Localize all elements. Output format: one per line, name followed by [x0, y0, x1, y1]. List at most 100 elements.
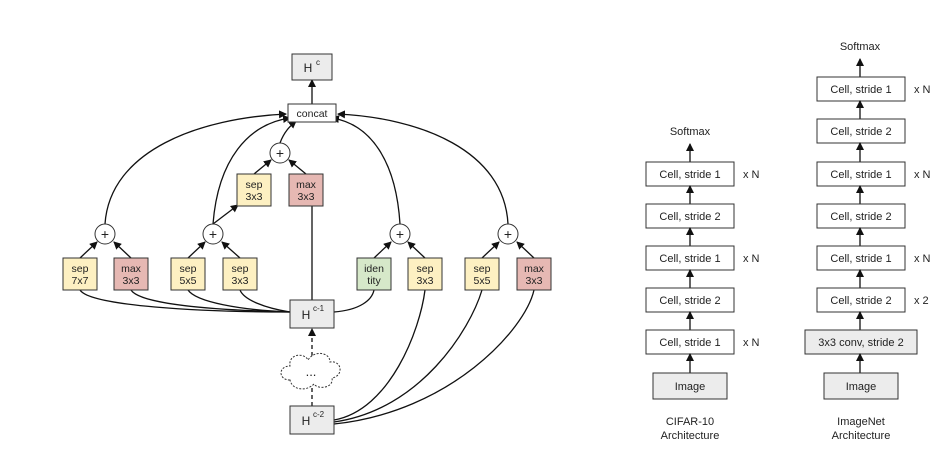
- op-line2: tity: [367, 275, 381, 287]
- repeat-label: x N: [743, 253, 760, 265]
- adder-2: +: [202, 223, 224, 245]
- adder-1: +: [94, 223, 116, 245]
- cifar-caption-line1: CIFAR-10: [666, 416, 714, 428]
- op-line2: 3x3: [298, 191, 315, 203]
- node-hc-2-label: H: [302, 414, 311, 428]
- node-concat: concat: [287, 103, 337, 123]
- image-label: Image: [675, 381, 706, 393]
- cell-label: Cell, stride 2: [830, 295, 891, 307]
- imagenet-cell-5: Cell, stride 1 x N: [816, 245, 931, 271]
- op-line2: 3x3: [232, 275, 249, 287]
- imagenet-cell-6: Cell, stride 2 x 2: [816, 287, 929, 313]
- plus-icon: +: [276, 145, 284, 161]
- cell-label: Cell, stride 2: [830, 126, 891, 138]
- imagenet-architecture: Softmax Cell, stride 1 x N Cell, stride …: [804, 41, 931, 442]
- repeat-label: x N: [914, 84, 931, 96]
- cell-label: Cell, stride 1: [659, 337, 720, 349]
- imagenet-cell-1: Cell, stride 1 x N: [816, 76, 931, 102]
- imagenet-cell-4: Cell, stride 2: [816, 203, 906, 229]
- op-line1: sep: [474, 263, 491, 275]
- cifar-cell-2: Cell, stride 2: [645, 203, 735, 229]
- cell-diagram: H c concat + + + +: [62, 53, 552, 435]
- cell-label: Cell, stride 1: [659, 169, 720, 181]
- node-hc: H c: [291, 53, 333, 81]
- node-hc-2-sup: c-2: [313, 410, 325, 419]
- op-line1: sep: [417, 263, 434, 275]
- cell-label: Cell, stride 1: [830, 169, 891, 181]
- repeat-label: x N: [914, 169, 931, 181]
- cifar-cell-1: Cell, stride 1 x N: [645, 161, 760, 187]
- op-line2: 3x3: [417, 275, 434, 287]
- cell-edges: [79, 79, 535, 425]
- repeat-label: x 2: [914, 295, 929, 307]
- op-line1: max: [296, 179, 317, 191]
- op-line2: 7x7: [72, 275, 89, 287]
- op-line1: max: [121, 263, 142, 275]
- op-sep-7x7: sep 7x7: [62, 257, 98, 291]
- plus-icon: +: [396, 226, 404, 242]
- op-max-3x3: max 3x3: [113, 257, 149, 291]
- op-line2: 3x3: [526, 275, 543, 287]
- cifar-input-image: Image: [652, 372, 728, 400]
- op-max-3x3-upper: max 3x3: [288, 173, 324, 207]
- op-line2: 5x5: [180, 275, 197, 287]
- imagenet-softmax: Softmax: [840, 41, 881, 53]
- op-line2: 3x3: [246, 191, 263, 203]
- cifar-softmax: Softmax: [670, 126, 711, 138]
- op-identity: iden tity: [356, 257, 392, 291]
- cifar-cell-4: Cell, stride 2: [645, 287, 735, 313]
- cifar-architecture: Softmax Cell, stride 1 x N Cell, stride …: [645, 126, 760, 442]
- op-max-3x3: max 3x3: [516, 257, 552, 291]
- cloud-icon: ...: [280, 353, 341, 390]
- op-line2: 3x3: [123, 275, 140, 287]
- cell-label: Cell, stride 2: [830, 211, 891, 223]
- adder-3: +: [389, 223, 411, 245]
- node-concat-label: concat: [297, 108, 328, 120]
- op-line1: sep: [232, 263, 249, 275]
- ellipsis-label: ...: [306, 364, 317, 379]
- node-hc-1-sup: c-1: [313, 304, 325, 313]
- plus-icon: +: [101, 226, 109, 242]
- cell-label: Cell, stride 1: [830, 253, 891, 265]
- op-sep-3x3: sep 3x3: [222, 257, 258, 291]
- repeat-label: x N: [914, 253, 931, 265]
- adder-nodes: + + + + +: [94, 142, 519, 245]
- plus-icon: +: [209, 226, 217, 242]
- op-sep-5x5: sep 5x5: [464, 257, 500, 291]
- imagenet-input-image: Image: [823, 372, 899, 400]
- op-line1: max: [524, 263, 545, 275]
- op-line2: 5x5: [474, 275, 491, 287]
- adder-4: +: [497, 223, 519, 245]
- node-hc-1: H c-1: [289, 299, 335, 329]
- imagenet-cell-2: Cell, stride 2: [816, 118, 906, 144]
- cell-label: 3x3 conv, stride 2: [818, 337, 903, 349]
- cell-label: Cell, stride 1: [659, 253, 720, 265]
- adder-upper: +: [269, 142, 291, 164]
- cifar-cell-5: Cell, stride 1 x N: [645, 329, 760, 355]
- cifar-cell-3: Cell, stride 1 x N: [645, 245, 760, 271]
- node-hc-sup: c: [316, 58, 320, 67]
- op-line1: sep: [72, 263, 89, 275]
- node-hc-2: H c-2: [289, 405, 335, 435]
- imagenet-stem-conv: 3x3 conv, stride 2: [804, 329, 918, 355]
- op-line1: sep: [180, 263, 197, 275]
- plus-icon: +: [504, 226, 512, 242]
- repeat-label: x N: [743, 169, 760, 181]
- op-sep-5x5: sep 5x5: [170, 257, 206, 291]
- cell-label: Cell, stride 1: [830, 84, 891, 96]
- imagenet-caption-line1: ImageNet: [837, 416, 885, 428]
- op-line1: iden: [364, 263, 384, 275]
- image-label: Image: [846, 381, 877, 393]
- op-sep-3x3: sep 3x3: [407, 257, 443, 291]
- cell-label: Cell, stride 2: [659, 211, 720, 223]
- op-sep-3x3-upper: sep 3x3: [236, 173, 272, 207]
- cell-label: Cell, stride 2: [659, 295, 720, 307]
- node-hc-1-label: H: [302, 308, 311, 322]
- imagenet-cell-3: Cell, stride 1 x N: [816, 161, 931, 187]
- node-hc-label: H: [304, 61, 313, 75]
- op-line1: sep: [246, 179, 263, 191]
- repeat-label: x N: [743, 337, 760, 349]
- imagenet-caption-line2: Architecture: [832, 430, 891, 442]
- cifar-caption-line2: Architecture: [661, 430, 720, 442]
